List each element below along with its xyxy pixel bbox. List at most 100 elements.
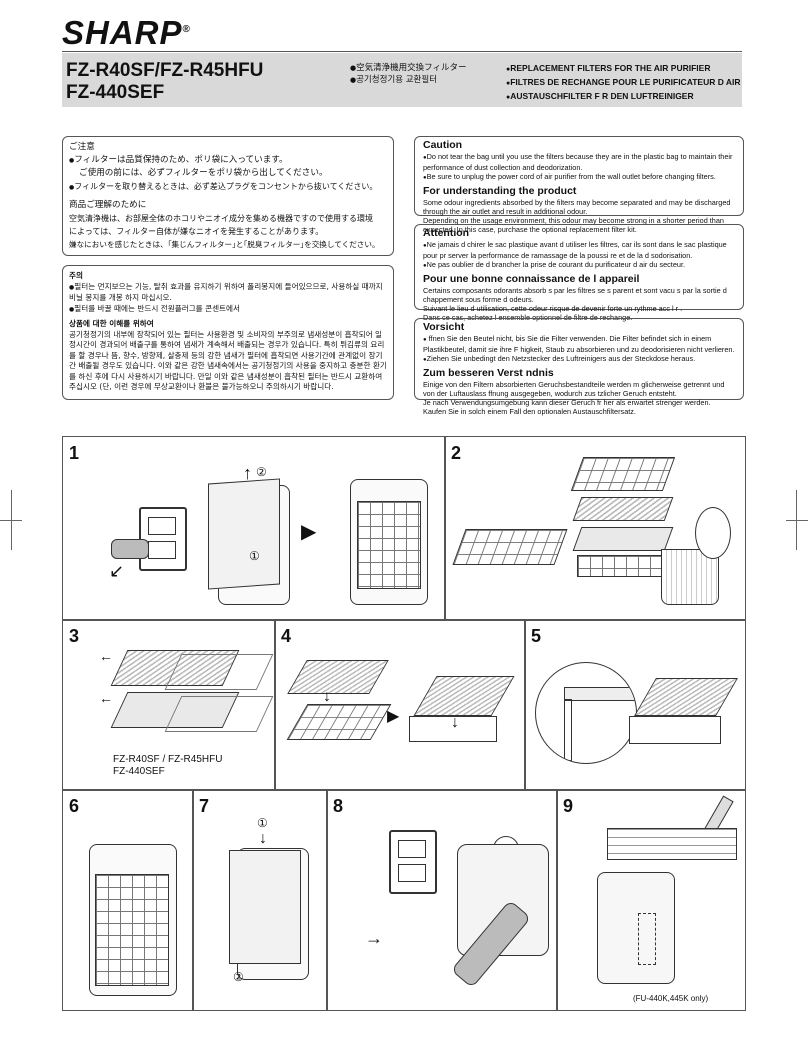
step-9-panel: 9 (FU-440K,445K only)	[556, 789, 746, 1011]
de-understanding-1: Einige von den Filtern absorbierten Geru…	[423, 380, 725, 398]
trash-bin-lid-illustration	[695, 507, 731, 559]
en-understanding-title: For understanding the product	[423, 185, 577, 197]
plastic-bag-illustration-2	[164, 696, 274, 732]
step-7-number: 7	[199, 796, 210, 816]
step-9-note: (FU-440K,445K only)	[633, 994, 709, 1003]
step-4-number: 4	[281, 626, 292, 646]
dust-filter-insert-illustration	[287, 660, 389, 694]
de-caution-2: Ziehen Sie unbedingt den Netzstecker des…	[423, 354, 735, 365]
arrow-down-icon: ↓	[323, 688, 331, 705]
fr-caution-1: Ne jamais d chirer le sac plastique avan…	[423, 240, 735, 260]
step-6-panel: 6	[62, 789, 194, 1011]
registration-mark-right-v	[796, 490, 797, 550]
filter-frame-illustration	[286, 704, 392, 740]
arrow-down-icon-2: ↓	[451, 714, 459, 731]
step-5-panel: 5	[524, 619, 746, 791]
step-6-number: 6	[69, 796, 80, 816]
wall-outlet-illustration	[389, 830, 437, 894]
front-panel-illustration	[208, 478, 280, 590]
step-2-panel: 2	[444, 436, 746, 621]
zoom-circle-illustration	[535, 662, 637, 764]
dust-filter-fitted-illustration	[413, 676, 515, 716]
models-line-2: FZ-440SEF	[66, 82, 165, 103]
label-sticker-illustration	[607, 828, 737, 860]
euro-titles: REPLACEMENT FILTERS FOR THE AIR PURIFIER…	[506, 62, 741, 104]
en-notes-box: Caution Do not tear the bag until you us…	[414, 136, 744, 234]
de-understanding-3: Kaufen Sie in solch einem Fall den optio…	[423, 407, 636, 416]
step-8-number: 8	[333, 796, 344, 816]
models-note-b: FZ-440SEF	[113, 766, 165, 777]
jp-caution-1: フィルターは品質保持のため、ポリ袋に入っています。	[69, 154, 387, 167]
step-3-number: 3	[69, 626, 80, 646]
brand-logo: SHARP®	[62, 14, 191, 51]
filter-set-illustration	[634, 678, 738, 716]
kr-caution-2: 필터를 바꿀 때에는 반드시 전원플러그를 콘센트에서	[69, 304, 387, 316]
circled-2-label: ②	[233, 970, 244, 984]
frame-set-illustration	[629, 716, 721, 744]
step-5-number: 5	[531, 626, 542, 646]
arrow-icon: ▶	[301, 521, 317, 543]
de-caution-title: Vorsicht	[423, 321, 465, 333]
arrow-left-icon-2: ←	[99, 690, 113, 706]
jp-understanding-1: 空気清浄機は、お部屋全体のホコリやニオイ成分を集める機器ですので使用する環境	[69, 214, 373, 223]
step-1-number: 1	[69, 443, 80, 463]
jp-notes-box: ご注意 フィルターは品質保持のため、ポリ袋に入っています。 ご使用の前には、必ず…	[62, 136, 394, 256]
fr-understanding-2: Suivant le lieu d utilisation, cette ode…	[423, 304, 683, 313]
registration-mark-left-v	[11, 490, 12, 550]
en-understanding-2: Depending on the usage environment, this…	[423, 216, 724, 234]
step-1-panel: 1 ↙ ↑ ② ① ▶	[62, 436, 446, 621]
de-caution-1: ffnen Sie den Beutel nicht, bis Sie die …	[423, 334, 735, 354]
jp-understanding-title: 商品ご理解のために	[69, 200, 147, 210]
removed-filter-tray-illustration	[452, 529, 568, 565]
models-line-1: FZ-R40SF/FZ-R45HFU	[66, 60, 264, 81]
en-caution-2: Be sure to unplug the power cord of air …	[423, 172, 735, 183]
prefilter-grid-illustration	[357, 501, 421, 589]
kr-understanding-title: 상품에 대한 이해를 위하여	[69, 319, 154, 328]
en-understanding-1: Some odour ingredients absorbed by the f…	[423, 198, 731, 216]
prefilter-illustration	[570, 457, 676, 491]
asian-titles: 空気清浄機用交換フィルター 공기청정기용 교환필터	[350, 62, 466, 86]
de-understanding-2: Je nach Verwendungsumgebung kann dieser …	[423, 398, 711, 407]
jp-understanding-3: 嫌なにおいを感じたときは、｢集じんフィルター｣と｢脱臭フィルター｣を交換してくだ…	[69, 240, 380, 249]
header-rule	[62, 51, 742, 52]
prefilter-refit-illustration	[95, 874, 169, 986]
models-note: FZ-R40SF / FZ-R45HFU FZ-440SEF	[113, 754, 222, 778]
title-de: AUSTAUSCHFILTER F R DEN LUFTREINIGER	[506, 90, 741, 104]
jp-caution-2: フィルターを取り替えるときは、必ず差込プラグをコンセントから抜いてください。	[69, 180, 387, 194]
fr-caution-2: Ne pas oublier de d brancher la prise de…	[423, 260, 735, 271]
circled-1-label: ①	[257, 816, 268, 830]
arrow-right-icon: ▶	[387, 708, 400, 725]
front-panel-refit-illustration	[229, 850, 301, 964]
fr-notes-box: Attention Ne jamais d chirer le sac plas…	[414, 224, 744, 322]
en-caution-1: Do not tear the bag until you use the fi…	[423, 152, 735, 172]
step-2-number: 2	[451, 443, 462, 463]
plastic-bag-illustration	[164, 654, 274, 690]
deodorizing-filter-illustration	[572, 527, 674, 551]
jp-caution-1b: ご使用の前には、必ずフィルターをポリ袋から出してください。	[79, 168, 328, 178]
jp-caution-title: ご注意	[69, 142, 95, 152]
fr-understanding-1: Certains composants odorants absorb s pa…	[423, 286, 727, 304]
fr-understanding-title: Pour une bonne connaissance de l apparei…	[423, 273, 640, 285]
kr-caution-1: 필터는 먼지보으는 기능, 탈취 효과를 유지하기 위하여 폴리봉지에 들어있으…	[69, 282, 387, 304]
circled-1-label: ①	[249, 549, 260, 563]
step-8-panel: 8 → ♪	[326, 789, 558, 1011]
jp-understanding-2: によっては、フィルター自体が嫌なニオイを発生することがあります。	[69, 227, 324, 236]
circled-2-label: ②	[256, 465, 267, 479]
title-en: REPLACEMENT FILTERS FOR THE AIR PURIFIER	[506, 62, 741, 76]
kr-title: 공기청정기용 교환필터	[350, 74, 466, 86]
model-names: FZ-R40SF/FZ-R45HFU FZ-440SEF	[66, 60, 263, 104]
arrow-left-icon: ←	[99, 648, 113, 664]
kr-notes-box: 주의 필터는 먼지보으는 기능, 탈취 효과를 유지하기 위하여 폴리봉지에 들…	[62, 265, 394, 400]
purifier-side-illustration	[597, 872, 675, 984]
frame-illustration	[577, 555, 669, 577]
arrow-right-icon: →	[365, 928, 383, 948]
arrow-down-icon: ↓	[259, 830, 267, 847]
step-9-number: 9	[563, 796, 574, 816]
kr-understanding-body: 공기청정기의 내부에 장착되어 있는 필터는 사용환경 및 소비자의 부주의로 …	[69, 329, 387, 392]
registration-mark-right	[786, 520, 808, 521]
title-fr: FILTRES DE RECHANGE POUR LE PURIFICATEUR…	[506, 76, 740, 90]
step-4-panel: 4 ↓ ▶ ↓	[274, 619, 526, 791]
step-3-panel: 3 ← ← FZ-R40SF / FZ-R45HFU FZ-440SEF	[62, 619, 276, 791]
arrow-up-icon: ↑	[243, 463, 252, 483]
fr-caution-title: Attention	[423, 227, 470, 239]
